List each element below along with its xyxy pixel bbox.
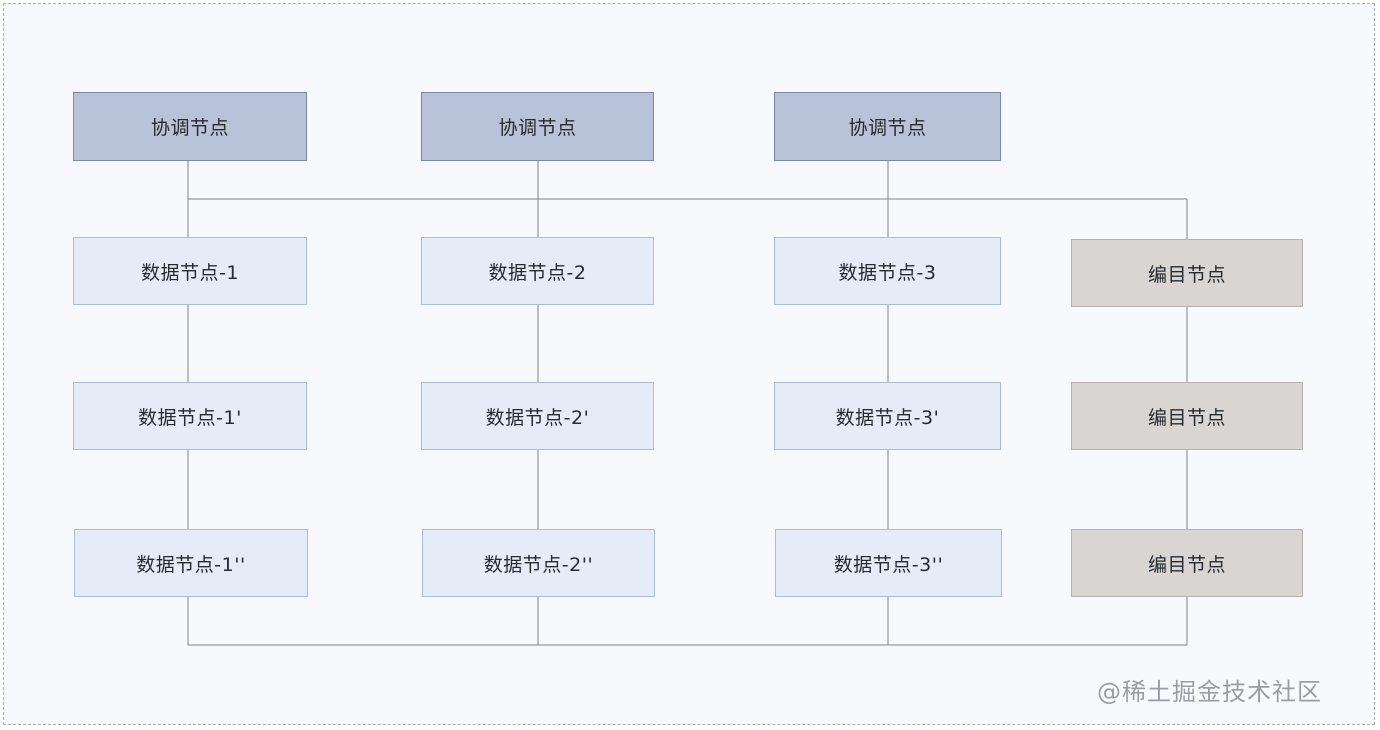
coordinator-node-1: 协调节点 — [73, 92, 307, 161]
data-node-1-replica-b: 数据节点-1'' — [74, 529, 308, 597]
data-node-2-replica-b: 数据节点-2'' — [422, 529, 655, 597]
data-node-1-replica-a: 数据节点-1' — [73, 382, 307, 450]
watermark-text: @稀土掘金技术社区 — [1097, 678, 1322, 706]
data-node-3-replica-b: 数据节点-3'' — [775, 529, 1002, 597]
data-node-3-replica-a: 数据节点-3' — [774, 382, 1001, 450]
catalog-node-3: 编目节点 — [1071, 529, 1303, 597]
data-node-2-replica-a: 数据节点-2' — [421, 382, 654, 450]
coordinator-node-2: 协调节点 — [421, 92, 654, 161]
data-node-1: 数据节点-1 — [73, 237, 307, 305]
catalog-node-1: 编目节点 — [1071, 239, 1303, 307]
coordinator-node-3: 协调节点 — [774, 92, 1001, 161]
data-node-3: 数据节点-3 — [774, 237, 1001, 305]
data-node-2: 数据节点-2 — [421, 237, 654, 305]
catalog-node-2: 编目节点 — [1071, 382, 1303, 450]
